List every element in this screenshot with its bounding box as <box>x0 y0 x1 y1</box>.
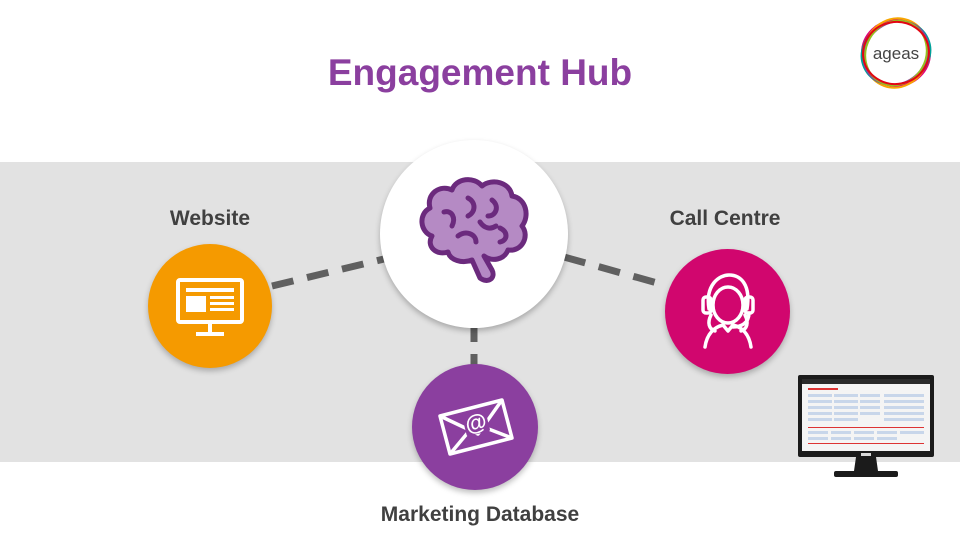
marketing-database-node: @ <box>412 364 538 490</box>
website-node <box>148 244 272 368</box>
desktop-monitor-icon <box>176 278 244 336</box>
ageas-logo-mark: ageas <box>860 17 932 89</box>
logo-text: ageas <box>873 44 919 63</box>
connector-hub-callcentre <box>563 253 669 290</box>
marketing-database-label: Marketing Database <box>380 503 580 526</box>
website-label: Website <box>169 207 251 230</box>
connector-website-hub <box>271 255 385 290</box>
brain-icon <box>419 177 529 283</box>
crm-monitor-illustration <box>798 375 934 480</box>
call-centre-label: Call Centre <box>669 207 781 230</box>
email-envelope-icon: @ <box>438 398 514 456</box>
call-centre-node <box>665 249 790 374</box>
page-title: Engagement Hub <box>327 52 633 93</box>
headset-agent-icon <box>701 273 755 349</box>
desktop-screen-image <box>798 375 934 477</box>
ageas-logo: ageas <box>856 13 936 93</box>
engagement-hub-node <box>380 140 568 328</box>
